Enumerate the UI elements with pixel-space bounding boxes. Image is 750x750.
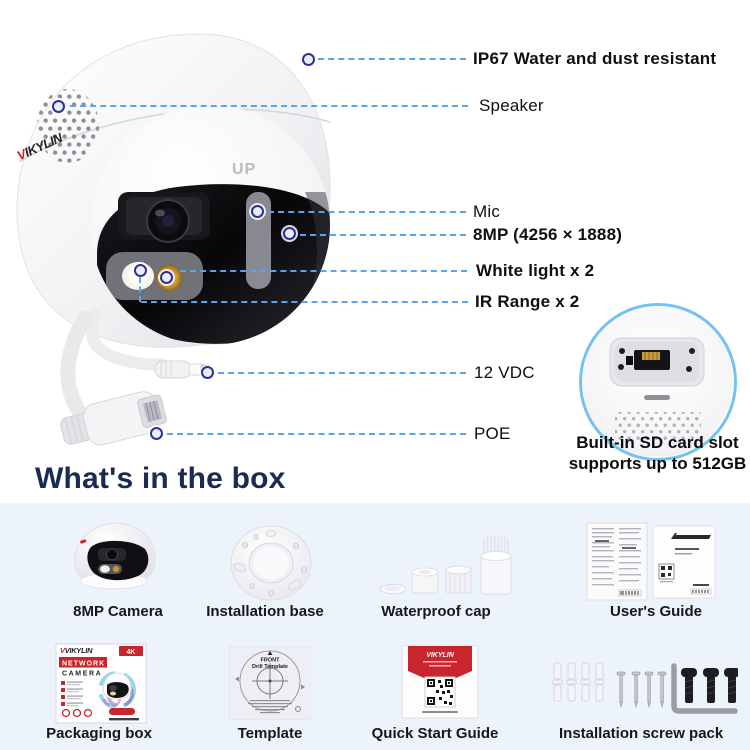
item-qsg-illustration: VIKYLIN bbox=[401, 645, 479, 719]
callout-label-resolution: 8MP (4256 × 1888) bbox=[473, 225, 623, 245]
item-label-guide: User's Guide bbox=[610, 603, 702, 620]
item-base-illustration bbox=[230, 525, 312, 601]
item-template-illustration: FRONT Drill Template bbox=[229, 646, 311, 720]
callout-label-speaker: Speaker bbox=[479, 96, 544, 116]
callout-line-speaker bbox=[70, 105, 468, 107]
svg-text:NETWORK: NETWORK bbox=[62, 661, 105, 668]
svg-text:VVIKYLIN: VVIKYLIN bbox=[60, 646, 93, 655]
light-panel bbox=[106, 252, 203, 300]
item-camera-illustration bbox=[74, 522, 156, 590]
item-label-qsg: Quick Start Guide bbox=[371, 725, 499, 742]
svg-text:4K: 4K bbox=[127, 649, 136, 656]
callout-dot-ir bbox=[134, 264, 147, 277]
item-label-base: Installation base bbox=[206, 603, 324, 620]
item-label-cap: Waterproof cap bbox=[381, 603, 491, 620]
callout-label-dc: 12 VDC bbox=[474, 363, 535, 383]
box-bottom-icons bbox=[61, 708, 139, 721]
callout-dot-mic bbox=[251, 205, 264, 218]
box-feature-list bbox=[61, 681, 83, 707]
section-heading: What's in the box bbox=[35, 462, 286, 495]
svg-text:FRONT: FRONT bbox=[261, 658, 281, 664]
machine-screws bbox=[681, 668, 738, 703]
svg-text:Drill Template: Drill Template bbox=[252, 664, 288, 670]
cable-poe bbox=[60, 310, 93, 422]
item-screws-illustration bbox=[552, 662, 738, 714]
item-box-illustration: VVIKYLIN 4K NETWORK CAMERA bbox=[55, 643, 147, 724]
item-label-screws: Installation screw pack bbox=[559, 725, 724, 742]
speaker-grille bbox=[37, 89, 99, 163]
sd-slot-inset bbox=[579, 303, 737, 461]
item-label-template: Template bbox=[237, 725, 303, 742]
box-camera-art bbox=[98, 671, 136, 709]
callout-label-poe: POE bbox=[474, 424, 511, 444]
callout-line-dc bbox=[218, 372, 466, 374]
svg-text:VIKYLIN: VIKYLIN bbox=[426, 652, 455, 659]
usb-slot-icon bbox=[644, 395, 670, 400]
camera-illustration: VIKYLIN UP bbox=[15, 33, 331, 446]
callout-label-ip67: IP67 Water and dust resistant bbox=[473, 49, 717, 69]
callout-dot-white-light bbox=[160, 271, 173, 284]
callout-line-ip67 bbox=[318, 58, 466, 60]
callout-dot-poe bbox=[150, 427, 163, 440]
item-label-camera: 8MP Camera bbox=[73, 603, 163, 620]
item-label-box: Packaging box bbox=[46, 725, 152, 742]
callout-dot-resolution bbox=[283, 227, 296, 240]
callout-dot-dc bbox=[201, 366, 214, 379]
up-marking: UP bbox=[232, 161, 256, 178]
mounting-screws bbox=[616, 671, 667, 709]
svg-text:CAMERA: CAMERA bbox=[62, 671, 102, 678]
item-cap-illustration bbox=[379, 536, 512, 595]
qsg-qr-code-icon bbox=[424, 676, 456, 708]
sd-slot-illustration bbox=[582, 306, 733, 457]
poe-connector bbox=[60, 391, 167, 446]
callout-dot-speaker bbox=[52, 100, 65, 113]
qr-code-icon bbox=[658, 563, 675, 580]
allen-key-icon bbox=[671, 663, 738, 714]
callout-line-poe bbox=[167, 433, 466, 435]
callout-label-ir: IR Range x 2 bbox=[475, 292, 580, 312]
cable-dc bbox=[85, 308, 167, 371]
barcode-icon bbox=[618, 589, 642, 597]
sd-inset-caption: Built-in SD card slot supports up to 512… bbox=[560, 432, 750, 474]
callout-dot-ip67 bbox=[302, 53, 315, 66]
callout-line-mic bbox=[268, 211, 466, 213]
callout-vline-ir bbox=[139, 277, 141, 302]
item-guide-illustration bbox=[586, 522, 716, 601]
sd-caption-line2: supports up to 512GB bbox=[568, 454, 747, 473]
callout-line-resolution bbox=[300, 234, 466, 236]
callout-label-white-light: White light x 2 bbox=[476, 261, 595, 281]
callout-label-mic: Mic bbox=[473, 202, 501, 222]
callout-line-white-light bbox=[180, 270, 467, 272]
wall-anchors bbox=[552, 662, 605, 702]
sd-caption-line1: Built-in SD card slot bbox=[576, 433, 739, 452]
box-contents-section: 8MP Camera Installation base bbox=[0, 503, 750, 750]
callout-line-ir bbox=[141, 301, 468, 303]
